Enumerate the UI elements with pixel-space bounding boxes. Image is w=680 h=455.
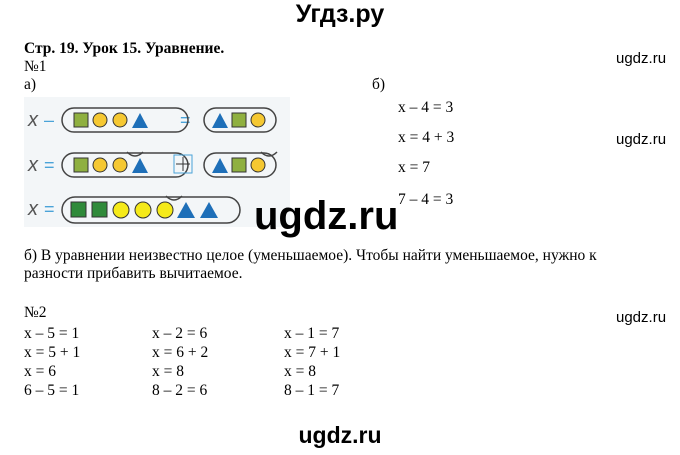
- equation: x – 2 = 6: [152, 325, 208, 342]
- equation: x = 7: [398, 159, 430, 176]
- shapes-diagram: xxx –===: [27, 107, 278, 224]
- task2-column-3: x – 1 = 7 x = 7 + 1 x = 8 8 – 1 = 7: [284, 324, 340, 400]
- equation: 6 – 5 = 1: [24, 382, 80, 399]
- watermark-large: ugdz.ru: [254, 194, 399, 238]
- task2-column-1: x – 5 = 1 x = 5 + 1 x = 6 6 – 5 = 1: [24, 324, 80, 400]
- part-b-label: б): [372, 76, 386, 93]
- equation: x – 5 = 1: [24, 325, 80, 342]
- site-title: Угдз.ру: [295, 0, 385, 28]
- task2-column-2: x – 2 = 6 x = 6 + 2 x = 8 8 – 2 = 6: [152, 324, 208, 400]
- watermark: ugdz.ru: [616, 309, 667, 326]
- equation: x = 8: [284, 363, 316, 380]
- svg-text:x: x: [27, 198, 39, 220]
- svg-text:=: =: [44, 155, 55, 175]
- equation: x = 7 + 1: [284, 344, 341, 361]
- watermark-bottom: ugdz.ru: [298, 422, 382, 448]
- equation: x = 5 + 1: [24, 344, 81, 361]
- equation: x = 8: [152, 363, 184, 380]
- equation: 7 – 4 = 3: [398, 191, 454, 208]
- page-heading: Стр. 19. Урок 15. Уравнение.: [24, 40, 225, 57]
- svg-text:–: –: [44, 110, 54, 130]
- svg-text:x: x: [27, 154, 39, 176]
- task1-label: №1: [24, 58, 47, 75]
- explanation: б) В уравнении неизвестно целое (уменьша…: [24, 247, 597, 264]
- equation: x = 6 + 2: [152, 344, 209, 361]
- equation: x = 6: [24, 363, 56, 380]
- task2-label: №2: [24, 304, 47, 321]
- equation: 8 – 2 = 6: [152, 382, 208, 399]
- part-a-label: а): [24, 76, 37, 93]
- watermark: ugdz.ru: [616, 131, 667, 148]
- svg-text:x: x: [27, 109, 39, 131]
- watermark: ugdz.ru: [616, 50, 667, 67]
- svg-text:=: =: [44, 199, 55, 219]
- equation: x – 4 = 3: [398, 99, 454, 116]
- equation: 8 – 1 = 7: [284, 382, 340, 399]
- svg-text:=: =: [180, 110, 191, 130]
- equation: x = 4 + 3: [398, 129, 455, 146]
- explanation: разности прибавить вычитаемое.: [24, 265, 243, 282]
- equation: x – 1 = 7: [284, 325, 340, 342]
